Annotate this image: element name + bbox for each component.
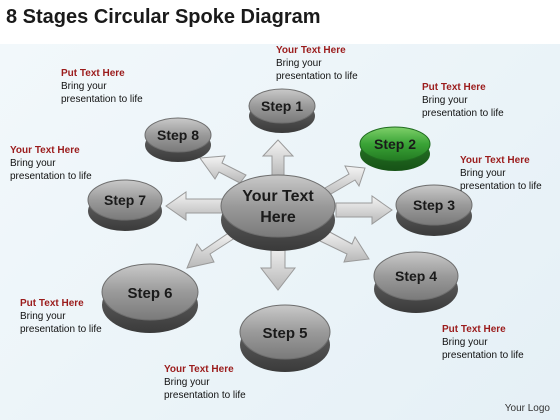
step-6-disc: Step 6 [101,263,199,333]
callout-heading: Your Text Here [164,364,234,375]
callout-step-2: Put Text Here Bring your presentation to… [422,81,504,120]
arrow-to-step-7 [165,191,227,221]
step-3-disc: Step 3 [395,184,473,236]
center-hub-line-2: Here [260,209,296,226]
step-4-disc: Step 4 [373,251,459,313]
callout-line: presentation to life [10,171,92,182]
callout-heading: Put Text Here [20,298,84,309]
callout-line: presentation to life [460,181,542,192]
callout-line: presentation to life [276,71,358,82]
step-7-disc: Step 7 [87,179,163,231]
arrow-to-step-6 [186,231,240,269]
callout-step-3: Your Text Here Bring your presentation t… [460,154,542,193]
step-3-label: Step 3 [413,197,455,213]
center-hub: Your Text Here [220,174,336,251]
callout-line: Bring your [460,168,506,179]
step-8-label: Step 8 [157,127,199,143]
step-4-label: Step 4 [395,268,437,284]
step-7-label: Step 7 [104,192,146,208]
callout-line: Bring your [164,377,210,388]
callout-step-1: Your Text Here Bring your presentation t… [276,44,358,83]
callout-step-4: Put Text Here Bring your presentation to… [442,323,524,362]
step-1-disc: Step 1 [248,88,316,133]
callout-step-8: Put Text Here Bring your presentation to… [61,67,143,106]
callout-heading: Put Text Here [422,82,486,93]
callout-line: presentation to life [61,94,143,105]
callout-line: Bring your [442,337,488,348]
callout-line: Bring your [276,58,322,69]
center-hub-line-1: Your Text [242,188,314,205]
callout-line: Bring your [10,158,56,169]
step-1-label: Step 1 [261,98,303,114]
step-5-label: Step 5 [262,325,307,342]
callout-line: presentation to life [20,324,102,335]
step-6-label: Step 6 [127,285,172,302]
callout-heading: Your Text Here [460,155,530,166]
step-5-disc: Step 5 [239,304,331,372]
callout-line: presentation to life [422,108,504,119]
arrow-to-step-8 [199,155,247,184]
callout-heading: Put Text Here [442,324,506,335]
arrow-to-step-3 [335,195,393,225]
step-2-label: Step 2 [374,136,416,152]
step-2-disc: Step 2 [359,126,431,171]
callout-heading: Your Text Here [10,145,80,156]
callout-line: presentation to life [442,350,524,361]
logo-text: Your Logo [504,403,550,414]
callout-line: presentation to life [164,390,246,401]
callout-step-5: Your Text Here Bring your presentation t… [164,363,246,402]
page-title: 8 Stages Circular Spoke Diagram [6,6,321,28]
step-8-disc: Step 8 [144,117,212,162]
arrow-to-step-1 [261,139,295,178]
callout-step-6: Put Text Here Bring your presentation to… [20,297,102,336]
callout-line: Bring your [20,311,66,322]
callout-line: Bring your [61,81,107,92]
arrow-to-step-4 [319,229,370,263]
callout-heading: Put Text Here [61,68,125,79]
callout-line: Bring your [422,95,468,106]
callout-step-7: Your Text Here Bring your presentation t… [10,144,92,183]
callout-heading: Your Text Here [276,45,346,56]
